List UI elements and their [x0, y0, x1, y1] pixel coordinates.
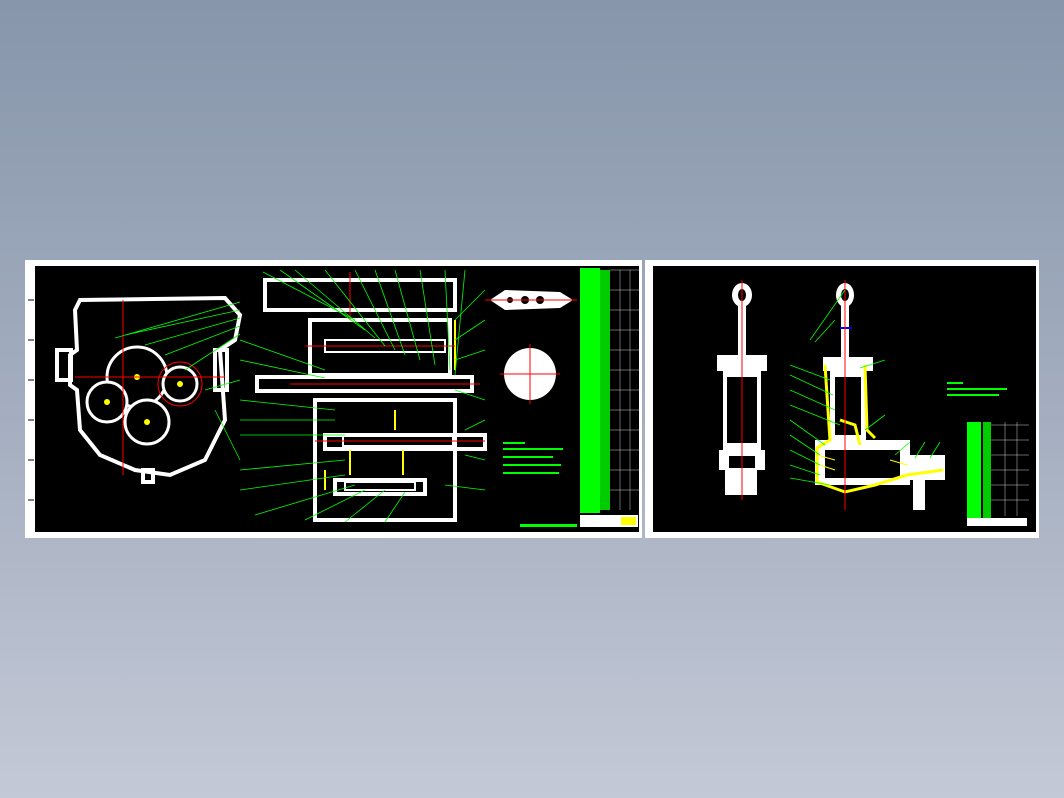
gearbox-centerlines [75, 300, 225, 475]
drawing-sheet-cylinder [645, 260, 1039, 538]
parts-list [577, 266, 639, 532]
section-hatching-dense [816, 454, 908, 471]
section-cavities [825, 289, 900, 478]
section-leaders [789, 289, 941, 486]
gearbox-drawing [28, 266, 639, 532]
section-centerlines [290, 272, 485, 442]
technical-notes [503, 442, 563, 474]
sheet-border-ticks [28, 299, 34, 501]
parts-list [965, 420, 1029, 526]
section-hatching [324, 320, 456, 490]
technical-notes [947, 382, 1007, 396]
drawing-sheet-gearbox [25, 260, 642, 538]
section-leaders [239, 269, 486, 523]
detail-centerlines [485, 299, 580, 404]
cylinder-drawing [717, 280, 1029, 526]
scale-note [520, 524, 580, 527]
title-block-stamp [621, 517, 636, 525]
section-shafts [324, 339, 454, 491]
gearbox-side-leaders [114, 301, 241, 461]
gearbox-side-view [55, 295, 243, 484]
dimension-mark [840, 327, 852, 329]
